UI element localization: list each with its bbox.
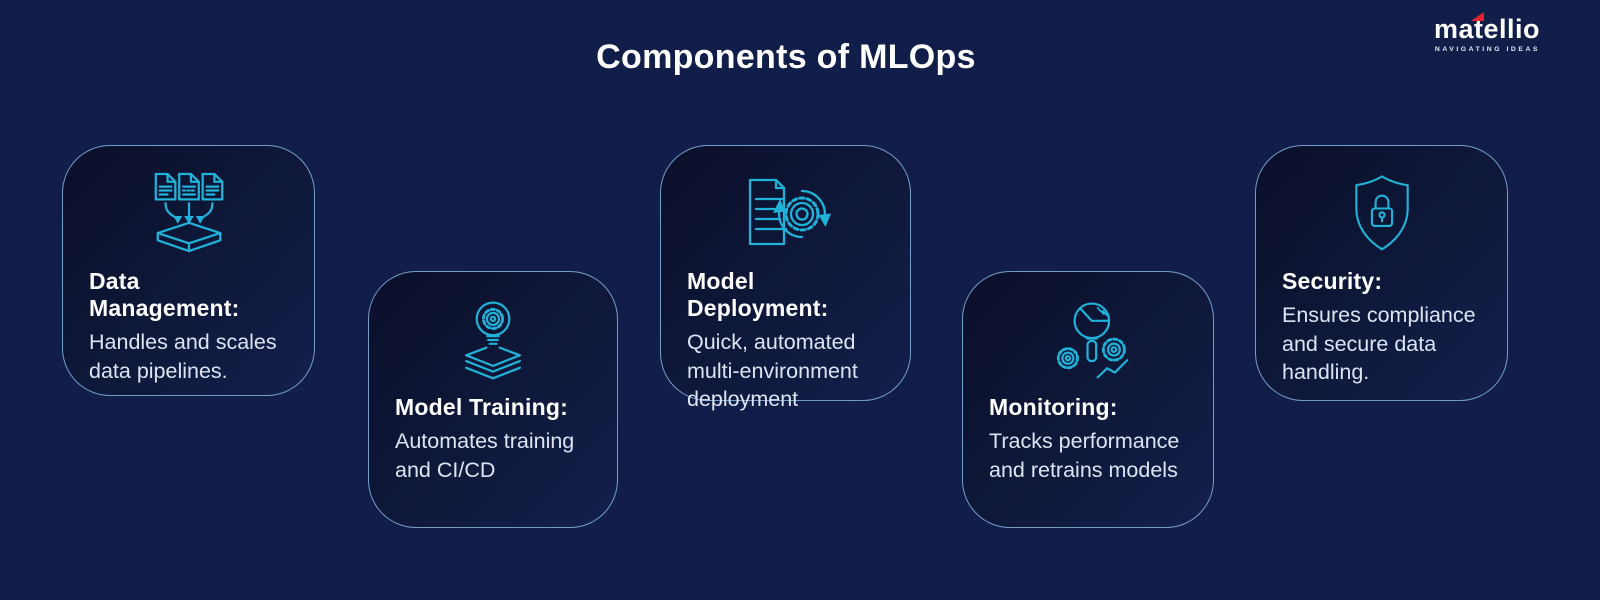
document-gear-sync-icon: [661, 172, 910, 256]
card-title: Monitoring:: [989, 394, 1118, 420]
card-description: Handles and scales data pipelines.: [89, 330, 277, 383]
documents-to-storage-icon: [63, 172, 314, 256]
card-description: Automates training and CI/CD: [395, 429, 575, 482]
card-model-training: Model Training: Automates training and C…: [368, 271, 618, 528]
magnifier-chart-gears-icon: [963, 298, 1213, 382]
logo-name: matellio: [1433, 14, 1540, 44]
card-title: Model Training:: [395, 394, 568, 420]
card-text: Data Management: Handles and scales data…: [63, 256, 314, 385]
lightbulb-gear-stack-icon: [369, 298, 617, 382]
card-description: Tracks performance and retrains models: [989, 429, 1180, 482]
card-title: Data Management:: [89, 268, 240, 321]
card-data-management: Data Management: Handles and scales data…: [62, 145, 315, 396]
card-security: Security: Ensures compliance and secure …: [1255, 145, 1508, 401]
logo-tagline: NAVIGATING IDEAS: [1434, 46, 1540, 53]
card-text: Security: Ensures compliance and secure …: [1256, 256, 1507, 387]
card-description: Ensures compliance and secure data handl…: [1282, 303, 1476, 385]
page-title: Components of MLOps: [596, 38, 976, 76]
shield-lock-icon: [1256, 172, 1507, 256]
card-title: Model Deployment:: [687, 268, 829, 321]
card-title: Security:: [1282, 268, 1383, 294]
card-model-deployment: Model Deployment: Quick, automated multi…: [660, 145, 911, 411]
matellio-logo: matellio NAVIGATING IDEAS: [1433, 12, 1540, 53]
logo-wordmark: matellio: [1433, 12, 1540, 44]
card-text: Model Training: Automates training and C…: [369, 382, 617, 484]
card-description: Quick, automated multi-environment deplo…: [687, 330, 858, 412]
logo-flag-icon: [1470, 12, 1484, 21]
card-monitoring: Monitoring: Tracks performance and retra…: [962, 271, 1214, 528]
card-text: Monitoring: Tracks performance and retra…: [963, 382, 1213, 484]
card-text: Model Deployment: Quick, automated multi…: [661, 256, 910, 414]
